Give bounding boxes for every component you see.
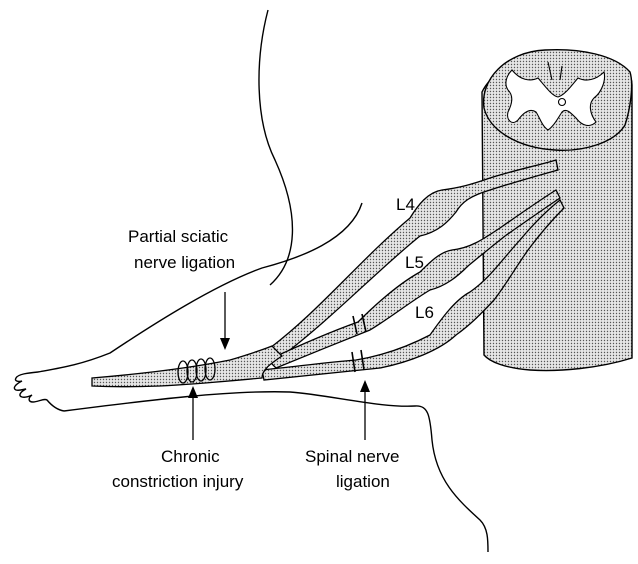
torso-back-outline [259, 10, 292, 285]
arrow-partial-sciatic [220, 292, 230, 350]
arrow-chronic-constriction [188, 386, 198, 440]
label-spinal-line2: ligation [336, 472, 390, 491]
label-l5: L5 [405, 253, 424, 272]
label-spinal-line1: Spinal nerve [305, 447, 400, 466]
central-canal [559, 99, 566, 106]
label-chronic-line1: Chronic [161, 447, 220, 466]
label-partial-sciatic-line2: nerve ligation [134, 253, 235, 272]
arrow-spinal-nerve-ligation [360, 380, 370, 440]
label-l4: L4 [396, 195, 415, 214]
label-l6: L6 [415, 303, 434, 322]
paw-outline [14, 372, 64, 411]
label-partial-sciatic-line1: Partial sciatic [128, 227, 229, 246]
label-chronic-line2: constriction injury [112, 472, 244, 491]
